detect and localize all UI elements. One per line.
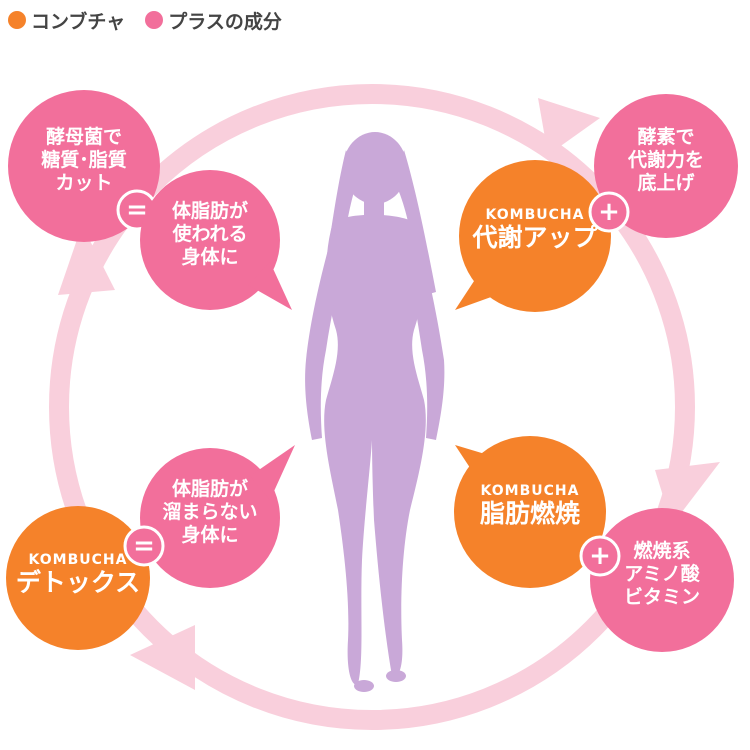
plus-badge-bottom-right <box>579 535 621 577</box>
legend-item-plus-ingredient: プラスの成分 <box>145 7 282 34</box>
legend-item-kombucha: コンブチャ <box>8 7 125 34</box>
top-right-brand: KOMBUCHA <box>485 207 585 223</box>
top-left-result-text: 体脂肪が 使われる 身体に <box>171 200 248 269</box>
cycle-arrow-bottom-left <box>130 625 195 690</box>
bottom-right-title: 脂肪燃焼 <box>479 499 580 529</box>
bottom-left-operator: = <box>133 531 155 561</box>
pink-bubble-top-right <box>594 94 738 238</box>
bottom-left-brand: KOMBUCHA <box>28 552 128 568</box>
bottom-right-operator: + <box>589 541 611 571</box>
bottom-right-pink-text: 燃焼系 アミノ酸 ビタミン <box>623 540 700 609</box>
orange-bubble-bottom-right <box>454 436 606 588</box>
bottom-right-brand: KOMBUCHA <box>480 483 580 499</box>
orange-bubble-bottom-left <box>6 506 150 650</box>
equals-badge-bottom-left <box>123 525 165 567</box>
orange-bubble-top-right <box>459 160 611 312</box>
cycle-arrow-top-right <box>538 98 600 155</box>
legend-dot-pink-icon <box>145 11 164 29</box>
woman-silhouette <box>305 132 445 692</box>
top-right-pink-text: 酵素で 代謝力を 底上げ <box>627 126 704 195</box>
legend-label-kombucha: コンブチャ <box>31 10 126 33</box>
legend: コンブチャ プラスの成分 <box>8 6 282 34</box>
top-right-operator: + <box>598 197 620 227</box>
bottom-left-result-text: 体脂肪が 溜まらない 身体に <box>162 478 258 547</box>
cycle-arrow-left-up <box>58 225 115 295</box>
cycle-ring <box>49 84 695 730</box>
legend-label-plus-ingredient: プラスの成分 <box>168 10 282 33</box>
result-bubble-top-left <box>140 170 280 310</box>
pink-bubble-bottom-right <box>590 508 734 652</box>
result-bubble-tail-top-left <box>248 262 292 310</box>
top-right-title: 代謝アップ <box>472 223 598 253</box>
bottom-left-title: デトックス <box>15 568 141 598</box>
orange-bubble-tail-bottom-right <box>455 445 505 480</box>
orange-bubble-tail-top-right <box>455 275 505 310</box>
top-right-kombucha-text: KOMBUCHA 代謝アップ <box>470 207 600 253</box>
plus-badge-top-right <box>588 191 630 233</box>
result-bubble-tail-bottom-left <box>250 445 295 500</box>
top-left-pink-text: 酵母菌で 糖質･脂質 カット <box>41 126 127 195</box>
bottom-left-kombucha-text: KOMBUCHA デトックス <box>13 552 143 598</box>
top-left-operator: = <box>126 195 148 225</box>
bottom-right-kombucha-text: KOMBUCHA 脂肪燃焼 <box>465 483 595 529</box>
legend-dot-orange-icon <box>8 11 26 29</box>
result-bubble-bottom-left <box>140 448 280 588</box>
